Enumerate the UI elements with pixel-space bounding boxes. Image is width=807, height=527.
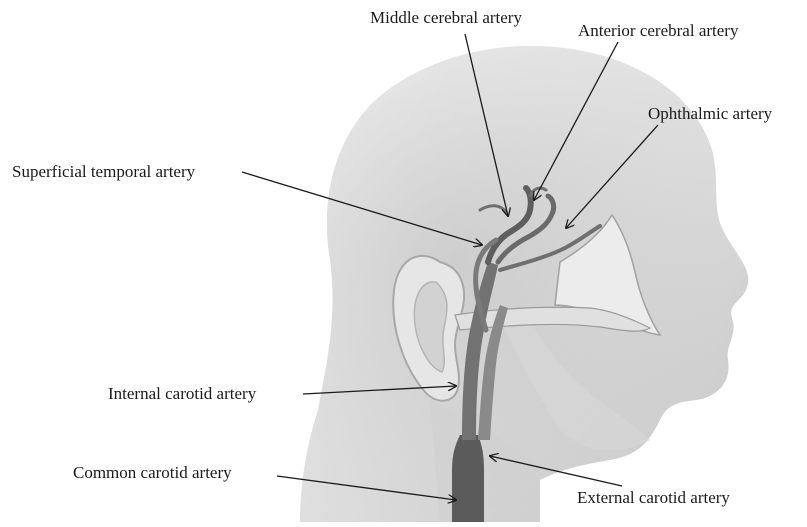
label-ophthalmic-artery: Ophthalmic artery <box>648 104 772 124</box>
label-internal-carotid-artery: Internal carotid artery <box>108 384 256 404</box>
common-carotid-vessel <box>452 435 484 522</box>
label-common-carotid-artery: Common carotid artery <box>73 463 232 483</box>
label-external-carotid-artery: External carotid artery <box>577 488 730 508</box>
label-middle-cerebral-artery: Middle cerebral artery <box>370 8 522 28</box>
label-anterior-cerebral-artery: Anterior cerebral artery <box>578 21 738 41</box>
label-superficial-temporal-artery: Superficial temporal artery <box>12 162 195 182</box>
